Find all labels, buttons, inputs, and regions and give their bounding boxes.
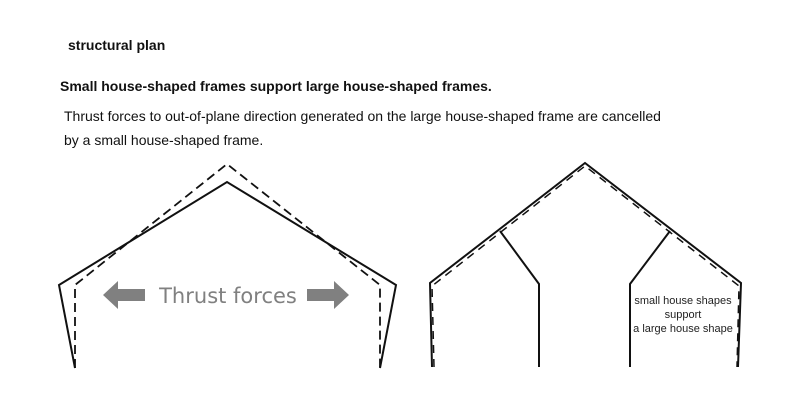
description-line: Thrust forces to out-of-plane direction … [64,108,661,124]
small-frame-left [499,230,540,367]
thrust-arrow-left [103,281,145,309]
heading: Small house-shaped frames support large … [60,78,492,94]
left-diagram: Thrust forces [57,162,398,369]
large-frame [428,161,743,368]
support-label-line: small house shapes [634,295,732,307]
section-title: structural plan [68,37,166,53]
right-diagram: small house shapes support a large house… [428,161,743,368]
description-line: by a small house-shaped frame. [64,132,264,148]
small-frame-right [629,230,671,367]
support-label-line: support [665,309,702,321]
large-frame-deformed-dashed [74,162,381,368]
large-frame-solid [57,180,398,369]
thrust-forces-label: Thrust forces [158,284,297,308]
thrust-arrow-right [307,281,349,309]
support-label-line: a large house shape [633,323,733,335]
large-frame-dashed [431,165,740,368]
